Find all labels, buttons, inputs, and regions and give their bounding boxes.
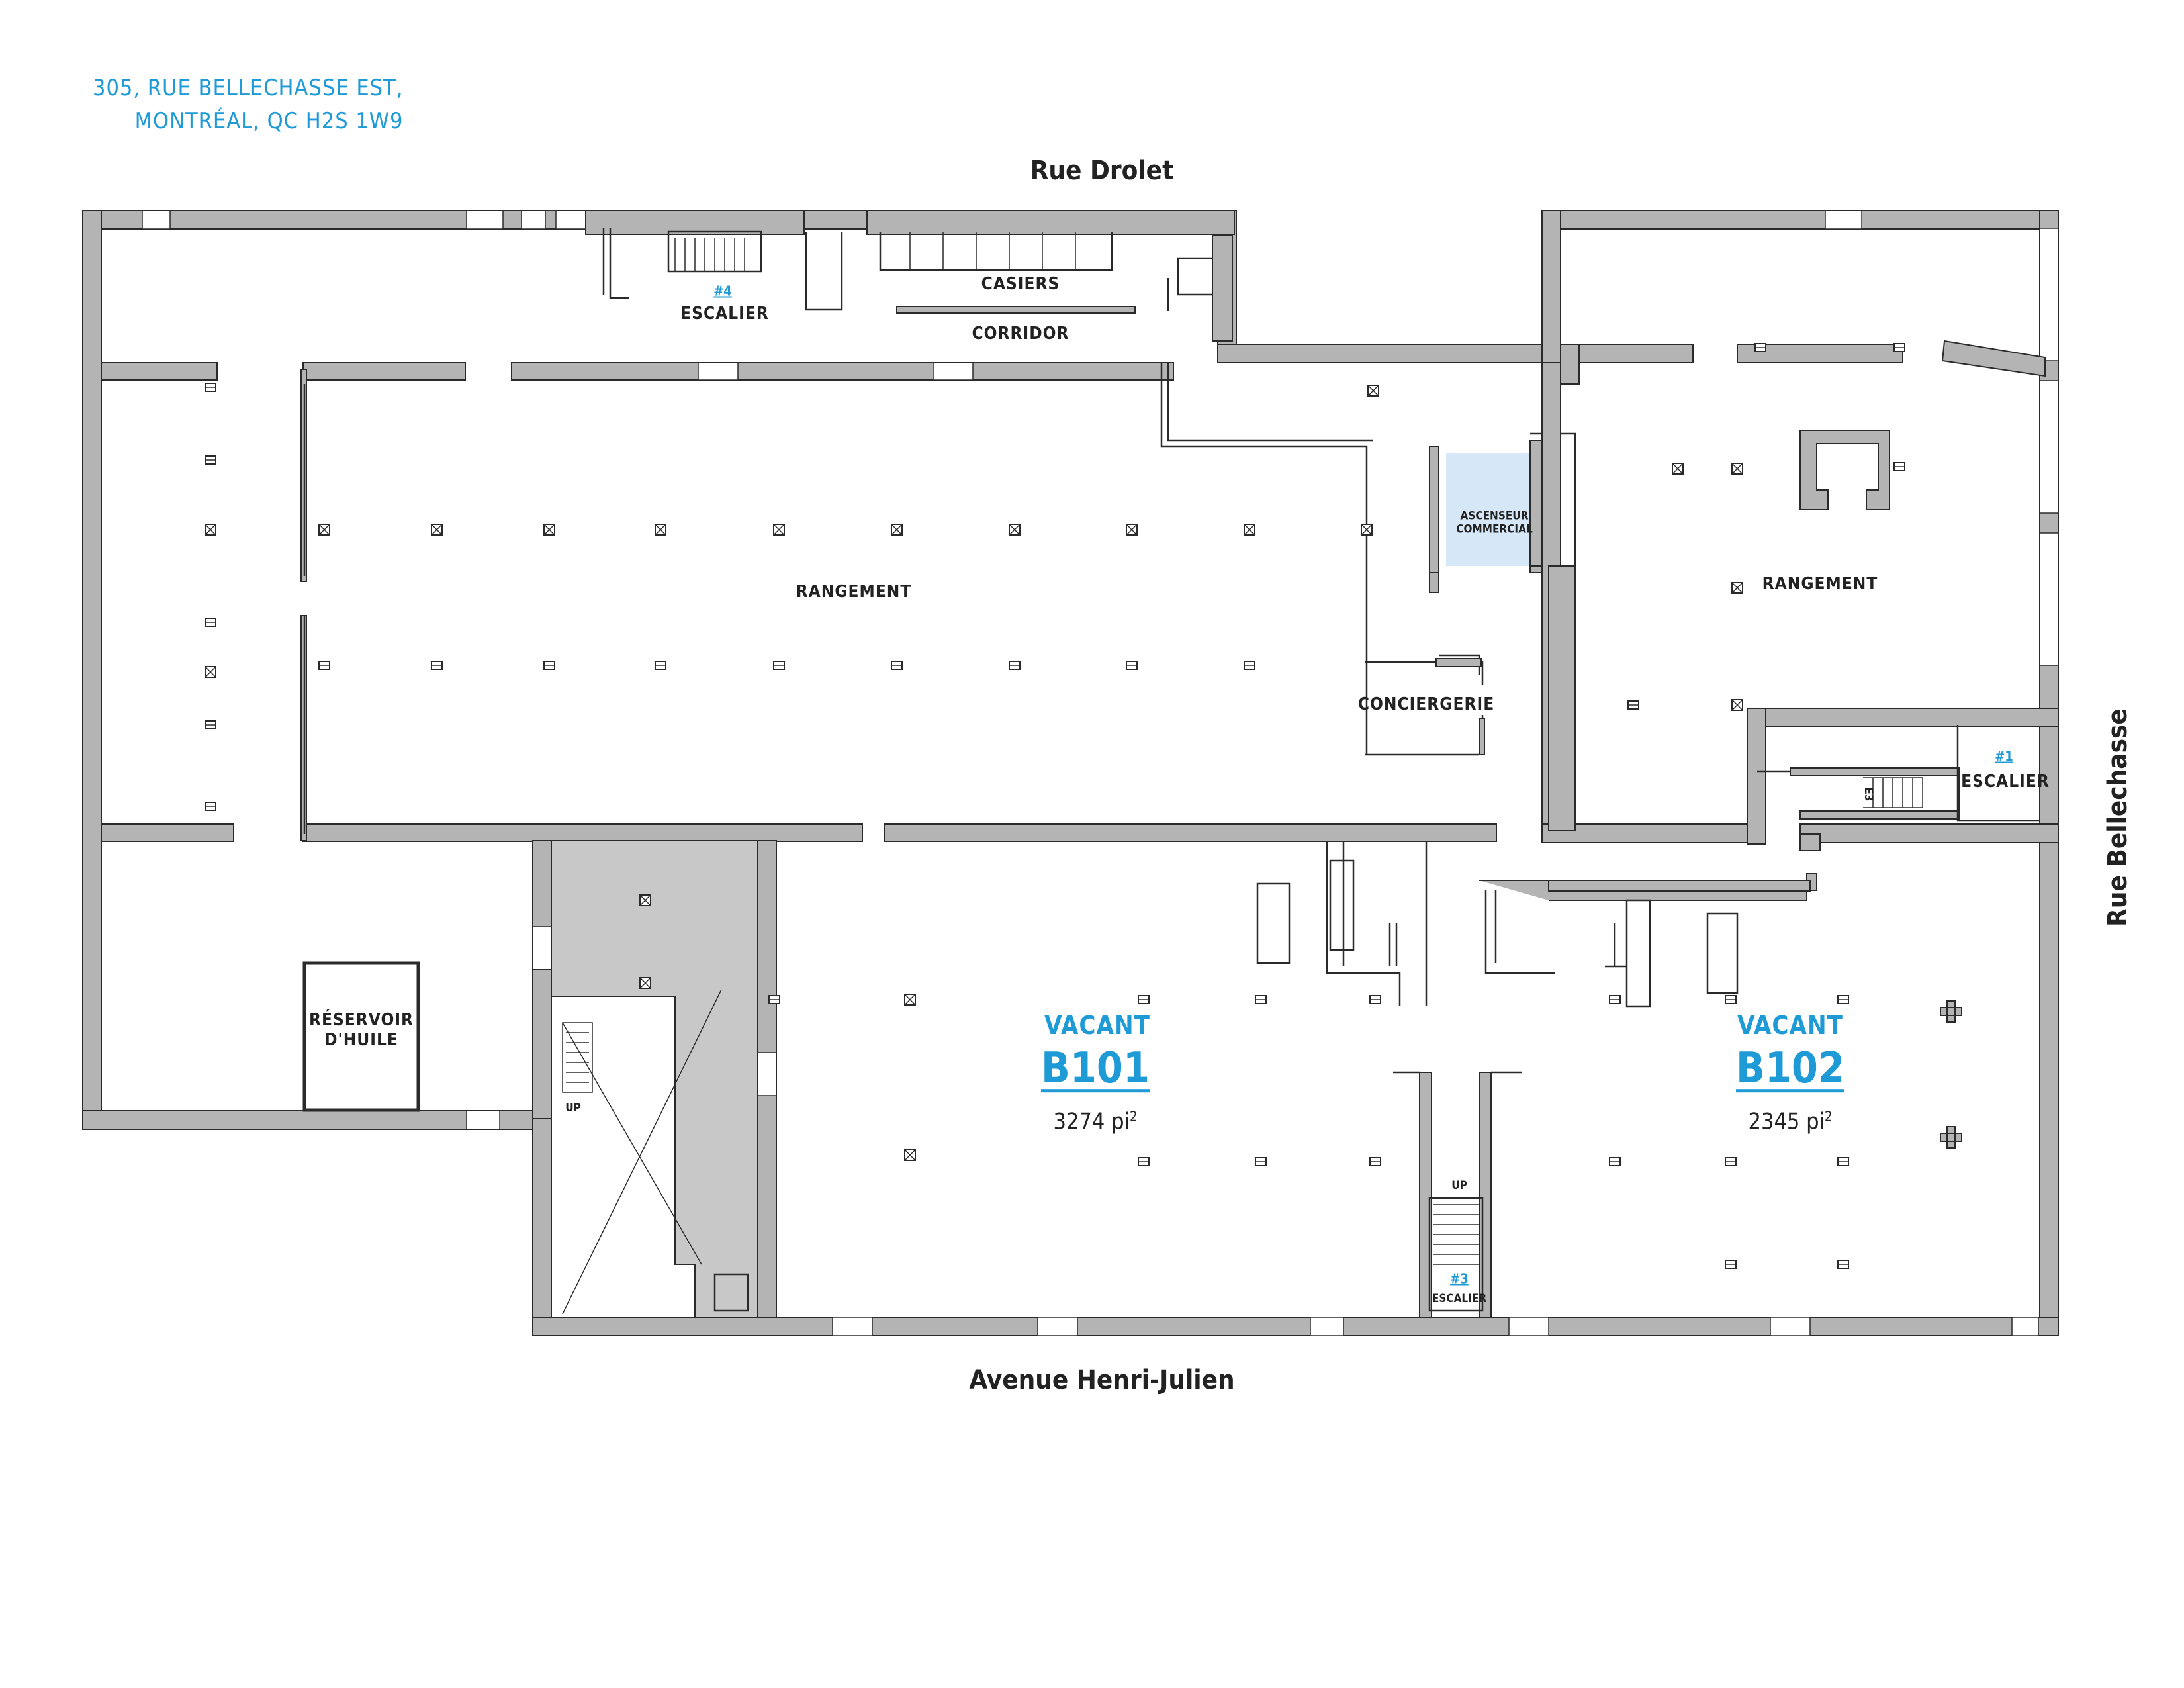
- fan-icon: [1940, 1126, 1962, 1149]
- stair4-number: #4: [713, 283, 732, 299]
- suite-b102-area-value: 2345 pi: [1748, 1108, 1825, 1135]
- suite-b102-area-unit: 2: [1825, 1108, 1833, 1125]
- oil-tank: [302, 961, 420, 1112]
- stair3-label: ESCALIER: [1432, 1292, 1487, 1306]
- column-cross: [639, 894, 651, 906]
- column-cross: [904, 994, 916, 1006]
- column-cross: [639, 977, 651, 989]
- street-east: Rue Bellechasse: [2103, 708, 2133, 927]
- reservoir-line2: D'HUILE: [324, 1030, 398, 1050]
- elevator-label: ASCENSEUR COMMERCIAL: [1456, 510, 1532, 536]
- stair1-label: ESCALIER: [1961, 772, 2050, 792]
- address-line2: MONTRÉAL, QC H2S 1W9: [134, 108, 404, 134]
- address-line1: 305, RUE BELLECHASSE EST,: [93, 75, 404, 101]
- suite-b101-id[interactable]: B101: [1040, 1044, 1150, 1094]
- casiers-label: CASIERS: [981, 274, 1060, 295]
- rangement-west-label: RANGEMENT: [796, 582, 912, 602]
- interior-walls-south: [551, 840, 1817, 1318]
- suite-b102-status: VACANT: [1737, 1011, 1843, 1041]
- up-left: UP: [565, 1102, 581, 1115]
- column-cross: [1009, 524, 1021, 536]
- west-block-walls: [82, 210, 1586, 1130]
- column-cross: [1126, 524, 1138, 536]
- column-cross: [431, 524, 443, 536]
- up-center: UP: [1451, 1179, 1467, 1193]
- corridor-label: CORRIDOR: [972, 324, 1069, 344]
- street-north: Rue Drolet: [1030, 156, 1174, 186]
- elevator-line2: COMMERCIAL: [1456, 522, 1533, 536]
- column-cross: [1731, 699, 1743, 711]
- stair4-label: ESCALIER: [680, 304, 769, 324]
- north-windows: [142, 210, 586, 230]
- suite-b101-area: 3274 pi2: [1054, 1109, 1138, 1135]
- column-cross: [1244, 524, 1255, 536]
- stair3-number: #3: [1450, 1270, 1469, 1287]
- reservoir-line1: RÉSERVOIR: [308, 1010, 414, 1031]
- column-cross: [773, 524, 785, 536]
- elevator-line1: ASCENSEUR: [1460, 509, 1529, 523]
- column-cross: [655, 524, 666, 536]
- column-cross: [1367, 385, 1379, 397]
- column-cross: [205, 666, 216, 678]
- central-walls: [1160, 362, 1761, 843]
- street-south: Avenue Henri-Julien: [969, 1365, 1235, 1395]
- column-cross: [1672, 463, 1684, 475]
- fan-icon: [1940, 1000, 1962, 1023]
- stair1-number: #1: [1995, 748, 2013, 765]
- suite-b102-area: 2345 pi2: [1749, 1109, 1833, 1135]
- column-cross: [318, 524, 330, 536]
- reservoir-label: RÉSERVOIR D'HUILE: [308, 1010, 414, 1051]
- column-cross: [891, 524, 903, 536]
- suite-b101-area-value: 3274 pi: [1053, 1108, 1130, 1135]
- building-address: 305, RUE BELLECHASSE EST, MONTRÉAL, QC H…: [93, 71, 404, 138]
- north-corridor-detail: [585, 210, 1235, 342]
- suite-b102-id[interactable]: B102: [1735, 1044, 1845, 1094]
- suite-b101-status: VACANT: [1044, 1011, 1150, 1041]
- suite-b101-area-unit: 2: [1130, 1108, 1138, 1125]
- column-cross: [1731, 463, 1743, 475]
- column-cross: [904, 1149, 916, 1161]
- column-cross: [1361, 524, 1373, 536]
- stair-e3: E3: [1861, 787, 1875, 802]
- columns: [205, 343, 1962, 1269]
- column-cross: [1731, 582, 1743, 594]
- column-cross: [205, 524, 216, 536]
- column-cross: [543, 524, 555, 536]
- conciergerie-label: CONCIERGERIE: [1357, 694, 1495, 715]
- rangement-east-label: RANGEMENT: [1762, 574, 1878, 594]
